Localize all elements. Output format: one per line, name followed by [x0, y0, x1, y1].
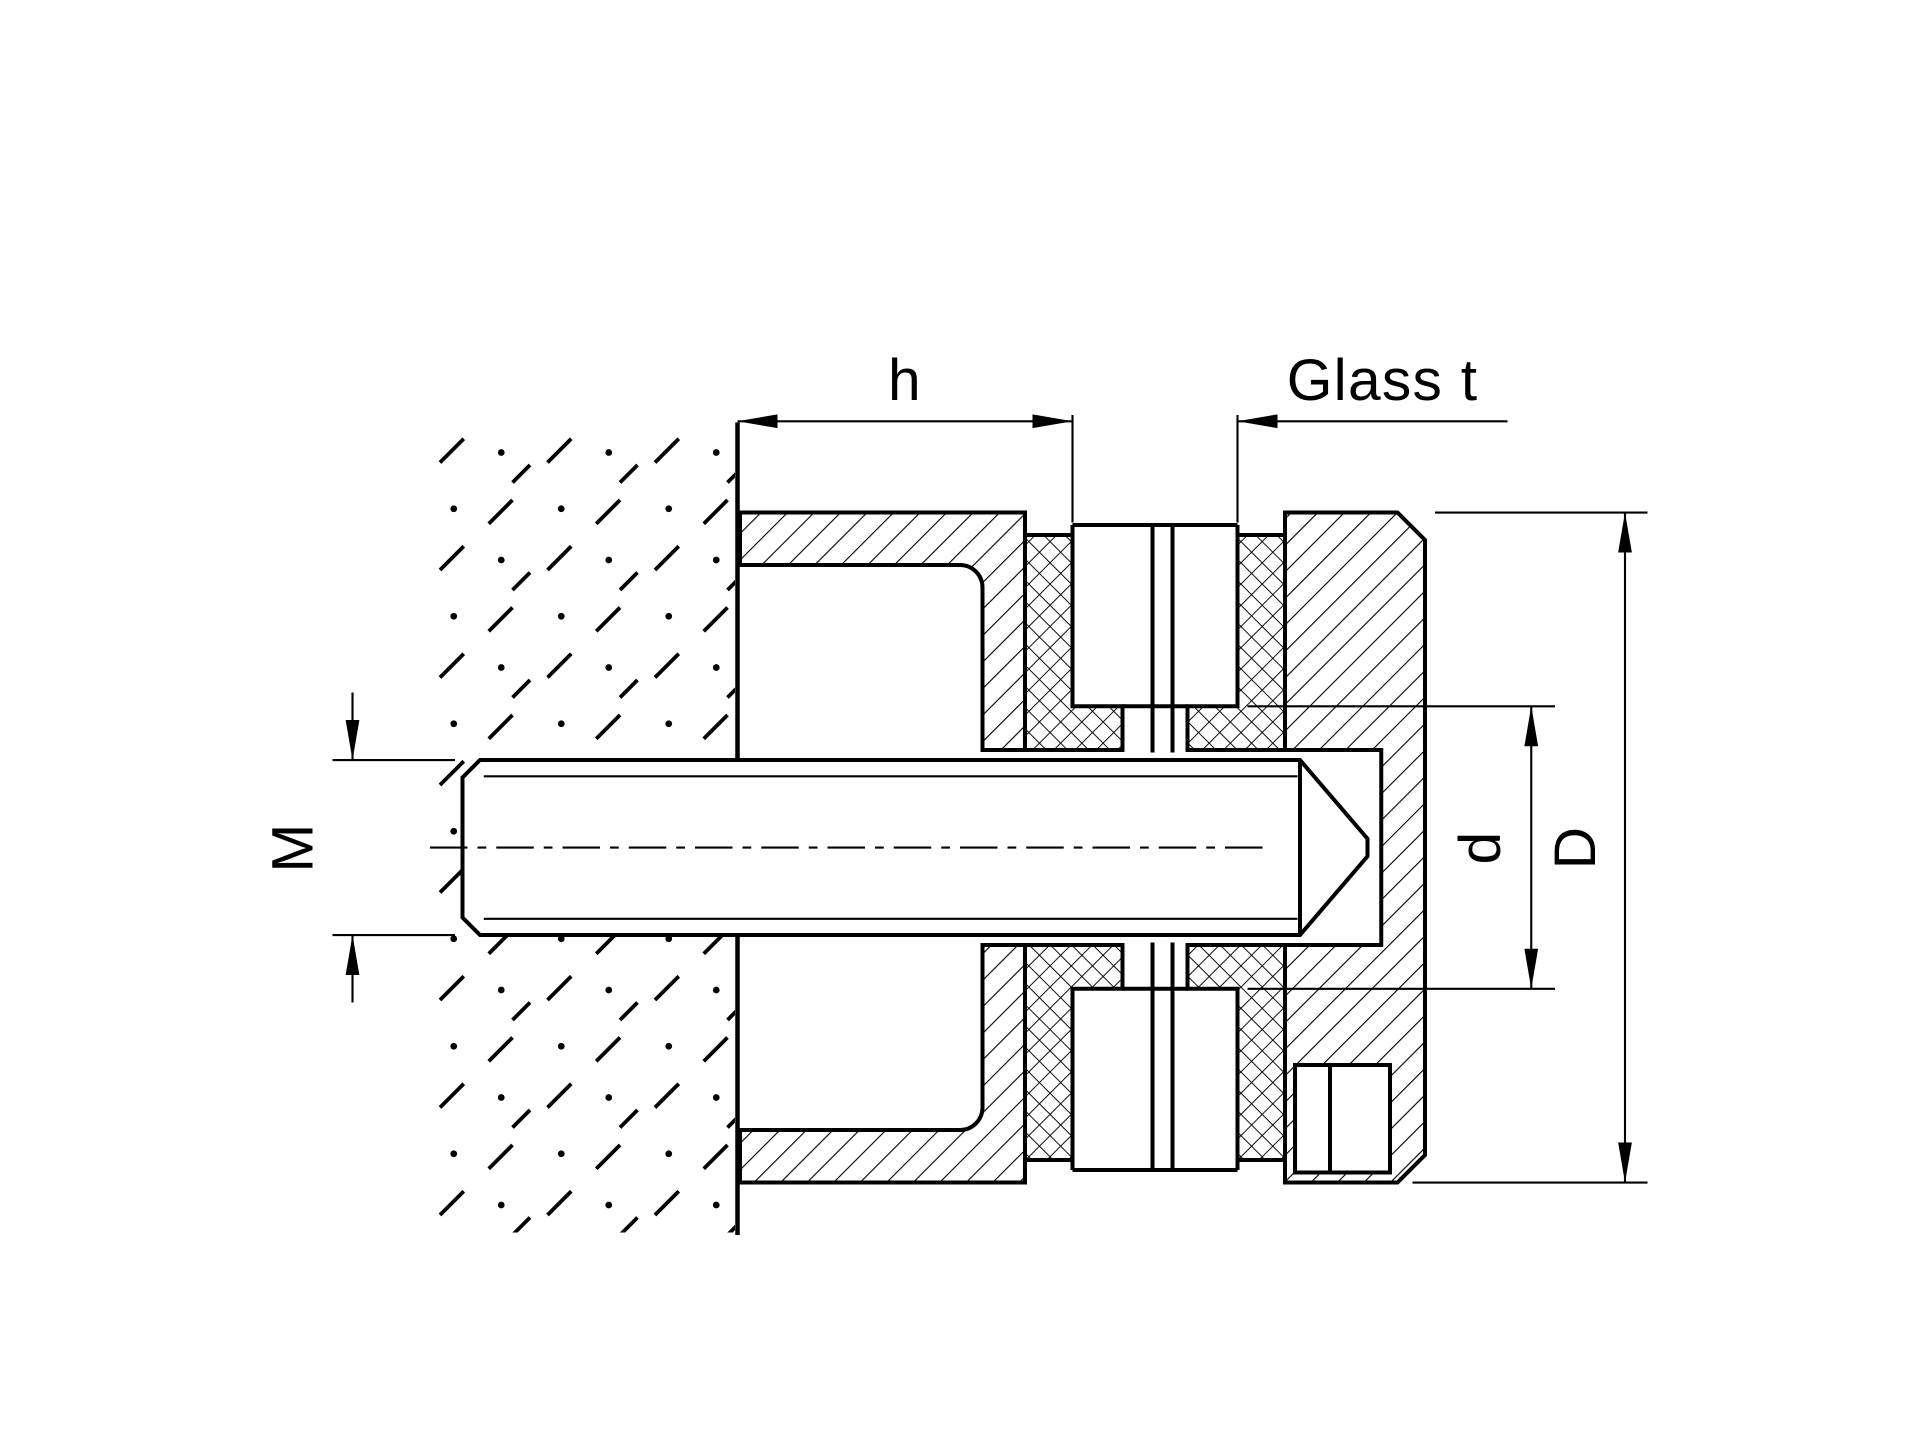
glass-pane: [1070, 523, 1240, 1172]
dimension-label-d: d: [1448, 831, 1513, 865]
arrow-bottom: [345, 935, 360, 975]
standoff-body-section: [738, 510, 1027, 1185]
set-screw: [1293, 1063, 1392, 1175]
arrow-left: [737, 414, 778, 429]
dimension-big-d: D: [1412, 511, 1648, 1184]
dimension-m: M: [261, 692, 455, 1003]
dimension-label-h: h: [888, 348, 922, 413]
arrow-left: [1237, 414, 1278, 429]
clamp-cap-section: [1283, 510, 1427, 1185]
dimension-label-m: M: [261, 822, 326, 872]
body-section-top: [738, 510, 1027, 752]
arrow-top: [1618, 512, 1632, 553]
body-section-bottom: [738, 943, 1027, 1185]
arrow-top: [345, 720, 360, 760]
arrow-bottom: [1618, 1142, 1632, 1183]
dimension-h: h: [737, 348, 1074, 523]
arrow-right: [1032, 414, 1073, 429]
arrow-bottom: [1524, 948, 1539, 989]
cap-body: [1283, 510, 1427, 1185]
dimension-label-big-d: D: [1543, 826, 1608, 870]
arrow-top: [1524, 706, 1539, 747]
dimension-label-glass-t: Glass t: [1287, 348, 1479, 413]
dimension-d: d: [1247, 705, 1555, 990]
dimension-glass-t: Glass t: [1236, 348, 1508, 523]
